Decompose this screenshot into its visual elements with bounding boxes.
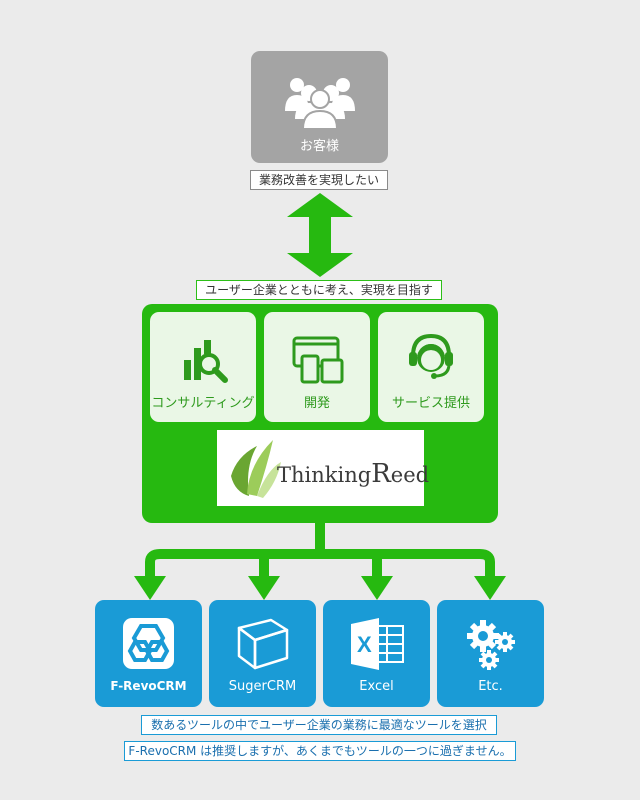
support-headset-icon bbox=[409, 333, 453, 379]
customer-label: お客様 bbox=[299, 139, 339, 154]
tool-sugercrm: SugerCRM bbox=[209, 600, 316, 707]
service-label: 開発 bbox=[303, 396, 330, 411]
svg-text:X: X bbox=[357, 632, 372, 657]
tool-label: Etc. bbox=[478, 679, 503, 694]
tool-frevocrm: F-RevoCRM bbox=[95, 600, 202, 707]
service-provision: サービス提供 bbox=[378, 312, 484, 422]
tool-etc: Etc. bbox=[437, 600, 544, 707]
double-arrow-icon bbox=[287, 193, 353, 277]
branch-arrows-icon bbox=[134, 520, 506, 600]
tool-label: SugerCRM bbox=[228, 679, 297, 694]
customer-node: お客様 bbox=[251, 51, 388, 163]
devices-icon bbox=[292, 336, 344, 384]
gears-icon bbox=[467, 620, 515, 670]
frevocrm-logo-icon bbox=[123, 618, 174, 669]
tool-label: F-RevoCRM bbox=[110, 679, 187, 693]
service-label: コンサルティング bbox=[151, 396, 255, 411]
service-development: 開発 bbox=[264, 312, 370, 422]
company-panel: コンサルティング 開発 サービス提供 bbox=[142, 304, 498, 523]
tool-excel: X Excel bbox=[323, 600, 430, 707]
company-logo-text: ThinkingReed bbox=[277, 459, 430, 489]
customer-note: 業務改善を実現したい bbox=[250, 170, 388, 190]
service-label: サービス提供 bbox=[391, 396, 470, 411]
service-consulting: コンサルティング bbox=[150, 312, 256, 422]
group-of-people-icon bbox=[285, 78, 355, 129]
company-logo: ThinkingReed bbox=[217, 430, 429, 506]
frevocrm-note: F-RevoCRM は推奨しますが、あくまでもツールの一つに過ぎません。 bbox=[124, 741, 516, 761]
tool-label: Excel bbox=[359, 679, 394, 694]
tools-note: 数あるツールの中でユーザー企業の業務に最適なツールを選択 bbox=[141, 715, 497, 735]
chart-magnifier-icon bbox=[184, 340, 228, 383]
cube-icon bbox=[237, 618, 289, 670]
reed-leaf-icon bbox=[231, 440, 281, 498]
excel-icon: X bbox=[351, 618, 404, 670]
partnership-note: ユーザー企業とともに考え、実現を目指す bbox=[196, 280, 442, 300]
